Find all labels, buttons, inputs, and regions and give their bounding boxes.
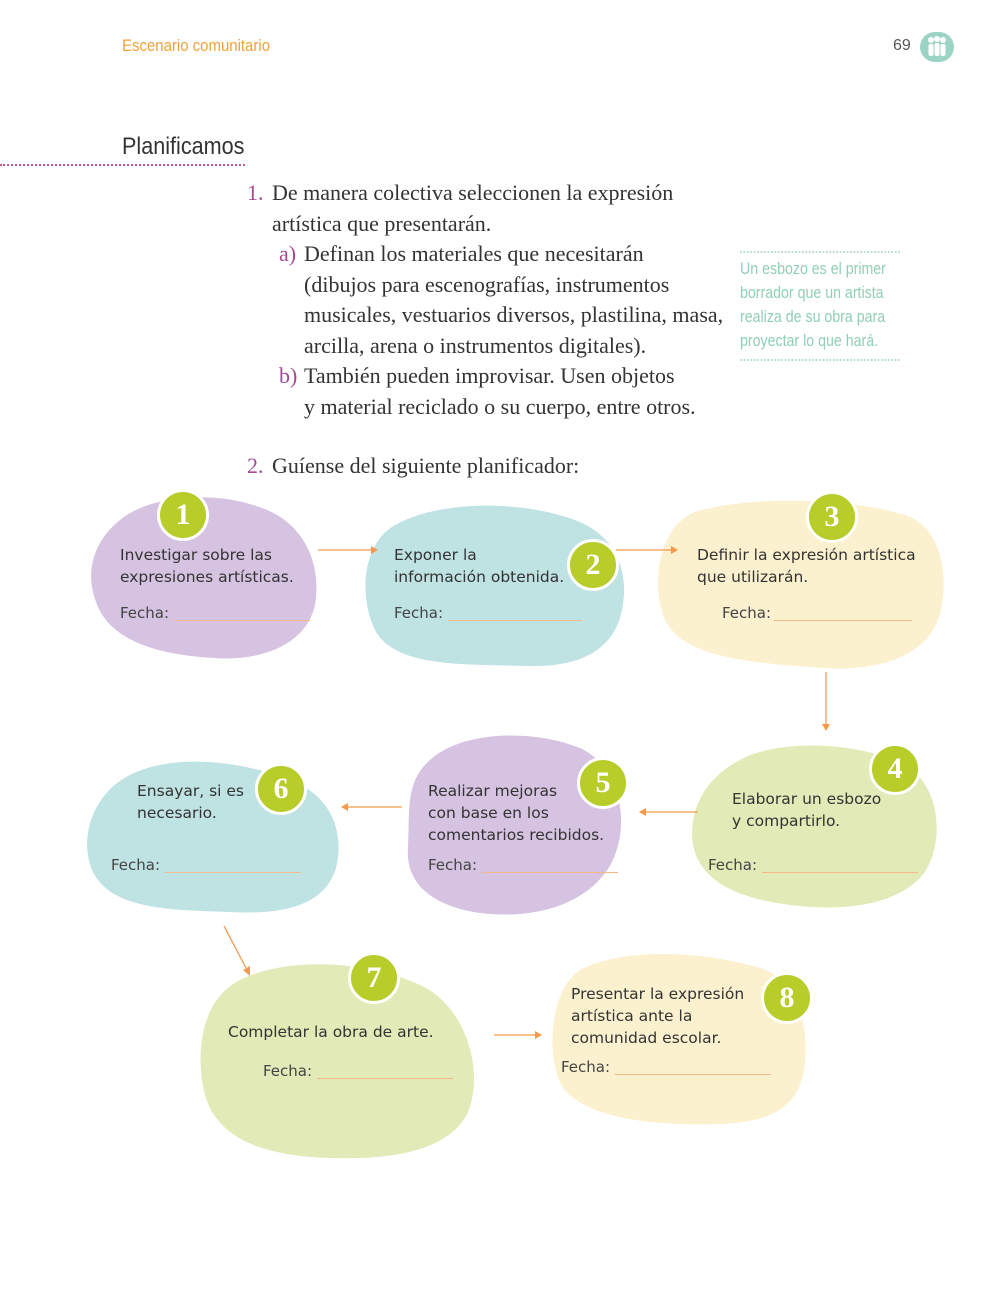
section-title: Planificamos: [122, 133, 245, 160]
item-1b-marker: b): [279, 363, 298, 388]
step-1-text: Investigar sobre las expresiones artísti…: [120, 546, 294, 586]
section-name: Escenario comunitario: [122, 36, 271, 55]
step-5-text: Realizar mejoras con base en los comenta…: [428, 782, 605, 844]
arrow-6-to-7: [223, 925, 247, 969]
step-7-badge: 7: [348, 952, 400, 1004]
step-5-badge: 5: [577, 757, 629, 809]
blob-step-1: [91, 497, 317, 659]
step-3-fecha-label: Fecha:: [722, 604, 772, 622]
step-8-fecha-label: Fecha:: [561, 1058, 611, 1076]
step-6-fecha-label: Fecha:: [111, 856, 161, 874]
step-7-fecha-label: Fecha:: [263, 1062, 313, 1080]
step-4-badge: 4: [869, 743, 921, 795]
item-1b-text: También pueden improvisar. Usen objetos …: [304, 363, 696, 419]
item-1-text: De manera colectiva seleccionen la expre…: [272, 180, 674, 236]
blob-step-7: [200, 964, 475, 1159]
step-2-badge: 2: [567, 539, 619, 591]
item-1a-marker: a): [279, 241, 297, 266]
blob-step-2: [365, 505, 625, 667]
step-6-text: Ensayar, si es necesario.: [137, 782, 245, 822]
step-4-fecha-line: [762, 872, 918, 873]
blob-step-3: [658, 500, 944, 669]
step-2-text: Exponer la información obtenida.: [394, 546, 565, 586]
item-1-number: 1.: [247, 180, 264, 205]
step-3-text: Definir la expresión artística que utili…: [697, 546, 916, 586]
step-6-badge: 6: [255, 763, 307, 815]
step-1-badge: 1: [157, 489, 209, 541]
step-7-text: Completar la obra de arte.: [228, 1023, 434, 1041]
step-4-fecha-label: Fecha:: [708, 856, 758, 874]
item-2-text: Guíense del siguiente planificador:: [272, 453, 580, 478]
step-4-text: Elaborar un esbozo y compartirlo.: [732, 790, 882, 830]
step-3-badge: 3: [806, 491, 858, 543]
step-8-badge: 8: [761, 972, 813, 1024]
step-5-fecha-line: [482, 872, 618, 873]
item-1a-text: Definan los materiales que necesitarán (…: [304, 241, 724, 358]
step-5-fecha-label: Fecha:: [428, 856, 478, 874]
step-3-fecha-line: [774, 620, 912, 621]
step-8-fecha-line: [615, 1074, 771, 1075]
item-2-number: 2.: [247, 453, 264, 478]
step-1-fecha-line: [174, 620, 310, 621]
step-6-fecha-line: [165, 872, 301, 873]
step-1-fecha-label: Fecha:: [120, 604, 170, 622]
community-people-icon: [920, 32, 954, 62]
step-8-text: Presentar la expresión artística ante la…: [571, 985, 745, 1047]
step-2-fecha-label: Fecha:: [394, 604, 444, 622]
page-number: 69: [893, 37, 911, 54]
blob-step-5: [407, 735, 622, 915]
section-divider: [0, 164, 245, 166]
sidebar-note: Un esbozo es el primer borrador que un a…: [740, 251, 900, 361]
blob-step-8: [552, 954, 806, 1125]
step-2-fecha-line: [448, 620, 582, 621]
step-7-fecha-line: [317, 1078, 453, 1079]
